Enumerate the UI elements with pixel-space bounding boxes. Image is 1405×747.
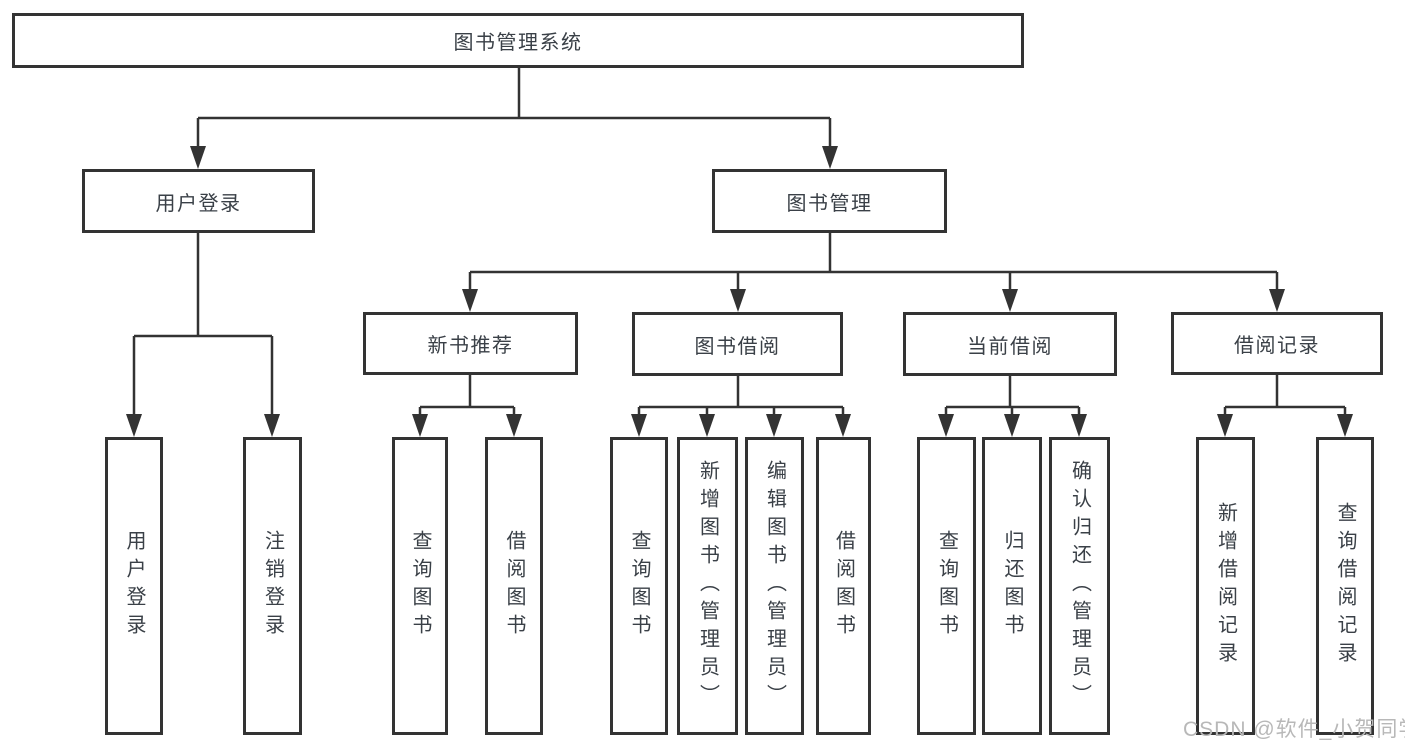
arrowheads [126, 146, 1353, 437]
node-current-borrowing: 当前借阅 [903, 312, 1117, 376]
csdn-watermark: CSDN @软件_小贺同学 [1183, 718, 1405, 741]
leaf-add-borrow-record: 新增借阅记录 [1196, 437, 1255, 735]
leaf-confirm-return-admin: 确认归还（管理员） [1049, 437, 1110, 735]
node-book-management: 图书管理 [712, 169, 947, 233]
node-book-borrowing: 图书借阅 [632, 312, 843, 376]
node-new-book-recommend: 新书推荐 [363, 312, 578, 375]
leaf-query-books-borrowing: 查询图书 [610, 437, 668, 735]
leaf-query-books-recommend: 查询图书 [392, 437, 448, 735]
leaf-logout: 注销登录 [243, 437, 302, 735]
node-user-login: 用户登录 [82, 169, 315, 233]
leaf-user-login: 用户登录 [105, 437, 163, 735]
leaf-borrow-books: 借阅图书 [816, 437, 871, 735]
leaf-query-borrow-record: 查询借阅记录 [1316, 437, 1374, 735]
leaf-borrow-books-recommend: 借阅图书 [485, 437, 543, 735]
node-borrowing-records: 借阅记录 [1171, 312, 1383, 375]
leaf-add-book-admin: 新增图书（管理员） [677, 437, 738, 735]
leaf-query-books-current: 查询图书 [917, 437, 976, 735]
leaf-edit-book-admin: 编辑图书（管理员） [745, 437, 804, 735]
node-library-system: 图书管理系统 [12, 13, 1024, 68]
leaf-return-book: 归还图书 [982, 437, 1042, 735]
